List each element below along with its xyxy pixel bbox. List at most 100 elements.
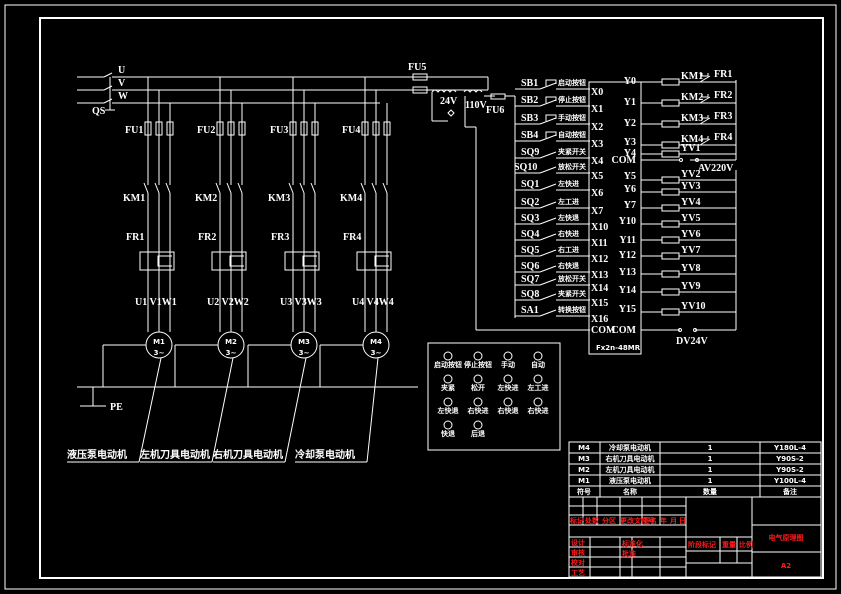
panel-button <box>473 374 483 384</box>
motor-id: M3 <box>298 338 310 346</box>
input-device: SB4 <box>521 130 538 141</box>
panel-button-label: 左工进 <box>527 383 549 392</box>
input-port: X11 <box>591 238 608 249</box>
relay-label: FR2 <box>198 232 216 243</box>
pushbutton-icon <box>545 79 557 86</box>
qs-blade <box>103 98 113 104</box>
output-relay: FR3 <box>714 111 732 122</box>
switch-contact <box>539 233 557 241</box>
panel-frame <box>427 342 561 451</box>
drawing-title: 电气原理图 <box>769 533 804 542</box>
output-load: YV5 <box>681 213 700 224</box>
output-port: Y3 <box>624 137 636 148</box>
panel-button <box>503 397 513 407</box>
panel-button <box>443 397 453 407</box>
bom-qty: 1 <box>708 477 713 485</box>
tb-label: 签名 <box>642 516 657 525</box>
leader <box>138 357 162 463</box>
panel-button <box>503 374 513 384</box>
fuse-element <box>238 121 246 136</box>
leader <box>366 357 379 463</box>
coil <box>661 236 680 244</box>
bom-name: 右机刀具电动机 <box>605 454 655 463</box>
contactor-blade <box>165 182 171 194</box>
output-relay: FR2 <box>714 90 732 101</box>
input-port: X1 <box>591 104 603 115</box>
terminal-label: U2 V2W2 <box>207 297 249 308</box>
pushbutton-icon <box>545 114 557 121</box>
panel-button <box>503 351 513 361</box>
pe-label: PE <box>110 402 123 413</box>
panel-button-label: 松开 <box>471 383 485 392</box>
input-port: X7 <box>591 206 603 217</box>
bom-note: Y180L-4 <box>773 444 806 452</box>
bom-qty: 1 <box>708 466 713 474</box>
switch-contact <box>539 293 557 301</box>
input-port: X0 <box>591 87 603 98</box>
panel-button <box>473 397 483 407</box>
bom-code: M1 <box>578 477 590 485</box>
thermal-relay <box>284 251 320 271</box>
terminal-label: U3 V3W3 <box>280 297 322 308</box>
tb-label: 批准 <box>622 549 636 558</box>
coil <box>661 120 680 128</box>
dc-supply: DV24V <box>676 336 708 347</box>
output-load: YV4 <box>681 197 700 208</box>
contactor-blade <box>143 182 149 194</box>
output-load: YV9 <box>681 281 700 292</box>
transformer <box>431 89 483 93</box>
switch-contact <box>539 183 557 191</box>
motor-name: 右机刀具电动机 <box>212 448 283 461</box>
output-port: Y10 <box>619 216 636 227</box>
thermal-relay <box>139 251 175 271</box>
relay-label: FR3 <box>271 232 289 243</box>
relay-contact <box>699 136 711 146</box>
tb-label: 月 <box>669 517 677 525</box>
fuse-label: FU4 <box>342 125 360 136</box>
coil <box>661 308 680 316</box>
switch-contact <box>539 166 557 174</box>
output-port: Y12 <box>619 250 636 261</box>
panel-button <box>473 420 483 430</box>
switch-contact <box>539 278 557 286</box>
tb-label: 年 <box>660 516 667 525</box>
tb-label: 日 <box>679 517 686 525</box>
sheet-size: A2 <box>781 562 791 570</box>
terminal-label: U4 V4W4 <box>352 297 394 308</box>
coil <box>661 188 680 196</box>
motor-phase: 3~ <box>154 349 165 357</box>
motor-id: M4 <box>370 338 382 346</box>
switch-contact <box>539 309 557 317</box>
output-load: YV3 <box>681 181 700 192</box>
panel-button <box>533 397 543 407</box>
contactor-blade <box>360 182 366 194</box>
panel-button-label: 右快进 <box>467 406 489 415</box>
contactor-blade <box>215 182 221 194</box>
input-device: SQ6 <box>521 261 539 272</box>
fuse-element <box>227 121 235 136</box>
motor-phase: 3~ <box>371 349 382 357</box>
relay-label: FR4 <box>343 232 361 243</box>
fuse-element <box>311 121 319 136</box>
switch-contact <box>539 249 557 257</box>
input-port: X6 <box>591 188 603 199</box>
contactor-blade <box>310 182 316 194</box>
panel-button <box>443 374 453 384</box>
fu5-fuse <box>412 73 428 81</box>
